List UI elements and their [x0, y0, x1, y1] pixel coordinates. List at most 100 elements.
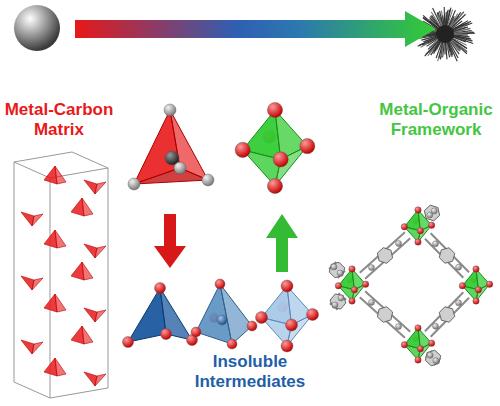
tetrahedron: [32, 342, 43, 354]
atom: [473, 298, 479, 304]
phase-label: Metal-Organic Framework: [374, 100, 498, 141]
spike: [451, 35, 471, 39]
benzene-ring: [439, 307, 454, 322]
down-arrow: [154, 214, 186, 268]
atom: [427, 352, 433, 358]
linker-bond: [425, 239, 463, 278]
spike: [449, 13, 463, 29]
mof-node-octahedron: [401, 325, 435, 363]
tetrahedron: [32, 278, 43, 290]
atom: [475, 287, 481, 293]
tetrahedron: [84, 180, 97, 194]
atom: [331, 264, 337, 270]
benzene-ring: [439, 248, 454, 263]
atom: [349, 266, 355, 272]
atom: [128, 178, 140, 190]
atom: [155, 283, 166, 294]
atom: [300, 139, 315, 154]
tetrahedron: [95, 182, 106, 194]
atom: [202, 174, 214, 186]
spike: [451, 32, 473, 34]
atom: [174, 162, 186, 174]
tetra-face: [134, 168, 208, 184]
atom: [401, 342, 407, 348]
atom: [307, 309, 319, 321]
tetrahedron: [55, 358, 66, 376]
tetra-face: [160, 288, 192, 340]
atom: [273, 152, 288, 167]
atom: [191, 327, 201, 337]
pyramid-face: [220, 284, 252, 344]
atom: [227, 339, 237, 349]
unit-cell: [14, 152, 108, 398]
atom: [235, 142, 250, 157]
atom: [351, 287, 357, 293]
atom: [396, 240, 402, 246]
atom: [281, 340, 293, 352]
atom: [417, 346, 423, 352]
linker-bond: [360, 297, 405, 337]
linker-bond: [431, 298, 469, 337]
tetrahedron: [55, 166, 66, 184]
tetrahedron: [95, 310, 106, 322]
mof-node-octahedron: [335, 266, 369, 304]
atom: [417, 228, 423, 234]
tetrahedron: [82, 262, 93, 280]
blue-octahedron: [256, 280, 319, 352]
up-arrow: [266, 214, 298, 272]
mof-node-octahedron: [459, 266, 493, 304]
atom: [433, 358, 439, 364]
tetra-face: [170, 110, 208, 180]
atom: [338, 295, 344, 301]
square-pyramid: [191, 279, 257, 349]
atom: [215, 279, 225, 289]
progress-arrow: [75, 11, 436, 47]
blue-tetrahedron: [123, 283, 198, 348]
spike: [418, 36, 440, 46]
benzene-ring: [377, 307, 392, 323]
atom: [247, 321, 257, 331]
atom: [337, 270, 343, 276]
atom: [401, 224, 407, 230]
atom: [428, 222, 434, 228]
tetrahedron: [55, 230, 66, 248]
tetrahedron: [82, 198, 93, 216]
crystal-structure: [14, 152, 108, 398]
tetrahedron: [32, 214, 43, 226]
atom: [459, 283, 465, 289]
phase-label: Insoluble Intermediates: [160, 352, 340, 393]
linker-bond: [431, 233, 469, 272]
atom: [256, 312, 268, 324]
metal-carbon-tetrahedron: [128, 104, 214, 190]
tetrahedron: [84, 244, 97, 258]
atom: [486, 281, 492, 287]
tetrahedron: [55, 294, 66, 312]
mof-network: [329, 205, 469, 366]
atom: [432, 323, 438, 329]
spike: [450, 21, 468, 31]
atom: [456, 300, 462, 306]
tetrahedron: [84, 372, 97, 386]
atom: [349, 298, 355, 304]
tetrahedron: [21, 340, 34, 354]
spike: [450, 21, 471, 31]
atom: [368, 265, 374, 271]
tetrahedron: [21, 212, 34, 226]
tetrahedron: [21, 276, 34, 290]
atom: [281, 280, 293, 292]
tetrahedron: [95, 374, 106, 386]
atom: [217, 315, 227, 325]
metal-carbon-sphere: [14, 5, 60, 51]
atom: [415, 239, 421, 245]
benzene-ring: [425, 350, 440, 366]
atom: [396, 324, 402, 330]
atom: [267, 178, 282, 193]
mof-node-octahedron: [401, 207, 435, 245]
linker-bond: [425, 292, 463, 331]
linker-bond: [360, 232, 405, 272]
atom: [456, 264, 462, 270]
unit-cell-edge: [14, 162, 50, 178]
atom: [161, 329, 172, 340]
benzene-ring: [377, 248, 392, 264]
